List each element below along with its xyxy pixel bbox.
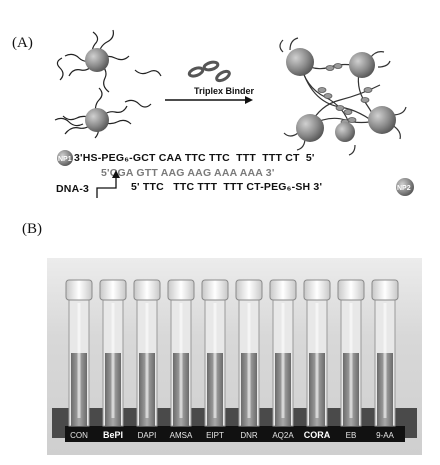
cuvette-cap [167,279,195,301]
arrow-label: Triplex Binder [194,86,255,96]
nanoparticle-1 [85,48,109,72]
tube-label: EIPT [206,431,224,440]
cuvette-9: 9-AA [371,279,399,440]
cuvette-highlight [315,303,319,418]
cuvette-8: EB [337,279,365,440]
cuvette-highlight [145,303,149,418]
np1-badge [57,150,73,166]
reaction-arrow-head [245,96,253,104]
tube-label: DAPI [138,431,157,440]
cuvette-cap [337,279,365,301]
tube-label: EB [346,431,357,440]
cuvette-6: AQ2A [269,279,297,440]
cuvette-2: DAPI [133,279,161,440]
tube-rack: CON BePI DAPI AMSA EIPT DNR AQ2A CORA EB 9-AA [52,279,417,442]
cuvette-cap [235,279,263,301]
triplex-binder-icon [187,60,231,83]
network-nanoparticle-3 [368,106,396,134]
cuvette-5: DNR [235,279,263,440]
cuvette-photo: CON BePI DAPI AMSA EIPT DNR AQ2A CORA EB 9-AA [47,258,422,455]
cuvette-cap [65,279,93,301]
cuvette-highlight [349,303,353,418]
dna-3-pointer [96,170,120,198]
cuvette-cap [133,279,161,301]
dna-3-label: DNA-3 [56,183,90,195]
np2-badge-group: NP2 [396,178,414,196]
cuvette-4: EIPT [201,279,229,440]
nanoparticle-2 [85,108,109,132]
cuvette-cap [99,279,127,301]
network-nanoparticle-1 [286,48,314,76]
label-bar [65,426,405,442]
cuvette-highlight [213,303,217,418]
np2-label: NP2 [397,185,411,192]
triplex-stacks [317,63,373,125]
np2-badge [396,178,414,196]
np1-label: NP1 [58,156,72,163]
assembly-diagram: Triplex Binder NP1 [54,29,407,166]
panel-a-label: (A) [12,35,33,51]
cuvette-3: AMSA [167,279,195,440]
panel-b-label: (B) [22,221,42,237]
network-nanoparticle-2 [349,52,375,78]
cuvette-cap [201,279,229,301]
tube-label: AQ2A [272,431,294,440]
tube-label: AMSA [170,431,193,440]
network-nanoparticle-5 [335,122,355,142]
cuvette-cap [303,279,331,301]
strand-3-sequence: 5' TTC TTC TTT TTT CT-PEG₆-SH 3' [131,181,323,193]
tube-label: DNR [240,431,258,440]
cuvette-highlight [281,303,285,418]
cuvette-cap [371,279,399,301]
cuvette-7: CORA [303,279,331,440]
network-nanoparticle-4 [296,114,324,142]
tube-label: 9-AA [376,431,394,440]
cuvette-1: BePI [99,279,127,440]
cuvette-highlight [111,303,115,418]
tube-label: CORA [304,430,331,440]
cuvette-highlight [383,303,387,418]
strand-1-sequence: 3'HS-PEG₆-GCT CAA TTC TTC TTT TTT CT 5' [74,152,315,164]
cuvette-highlight [179,303,183,418]
cuvette-0: CON [65,279,93,440]
cuvette-cap [269,279,297,301]
tube-label: CON [70,431,88,440]
cuvette-highlight [247,303,251,418]
tube-label: BePI [103,430,123,440]
cuvette-highlight [77,303,81,418]
